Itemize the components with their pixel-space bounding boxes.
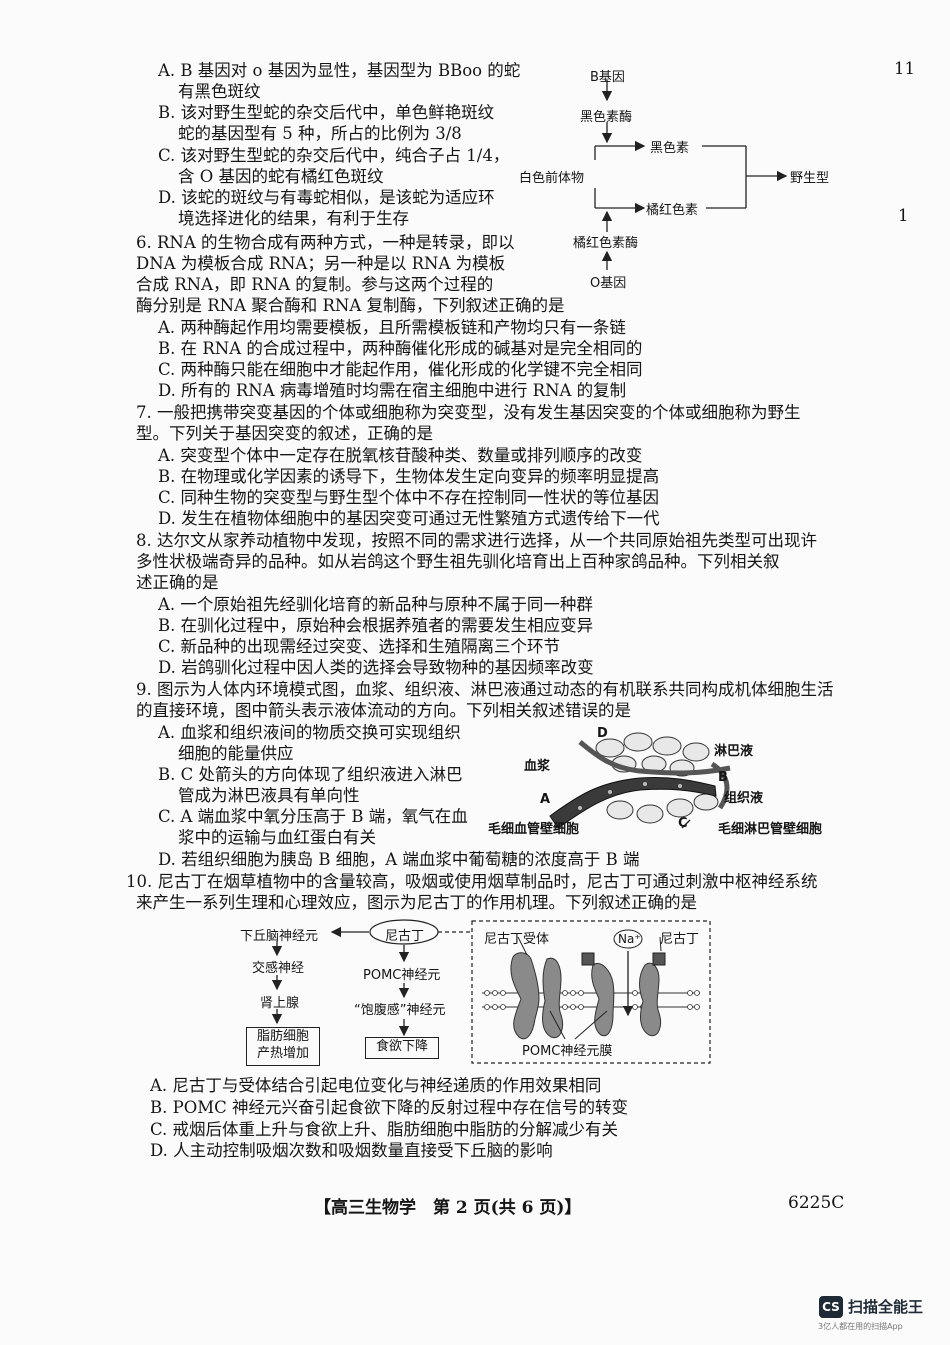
q10-option-d: D. 人主动控制吸烟次数和吸烟数量直接受下丘脑的影响 [150, 1141, 553, 1160]
q8-option-b: B. 在驯化过程中，原始种会根据养殖者的需要发生相应变异 [158, 616, 594, 635]
pomc-membrane-label: POMC神经元膜 [522, 1044, 613, 1059]
lymph-label: 淋巴液 [714, 744, 754, 759]
sodium-ion-label: Na⁺ [618, 932, 641, 946]
fat-cell-line1: 脂肪细胞 [256, 1029, 309, 1044]
q8-stem-line2: 多性状极端奇异的品种。如从岩鸽这个野生祖先驯化培育出上百种家鸽品种。下列相关叙 [136, 552, 780, 571]
q7-stem-line1: 7. 一般把携带突变基因的个体或细胞称为突变型，没有发生基因突变的个体或细胞称为… [136, 403, 801, 422]
q8-option-d: D. 岩鸽驯化过程中因人类的选择会导致物种的基因频率改变 [158, 658, 594, 677]
q7-option-c: C. 同种生物的突变型与野生型个体中不存在控制同一性状的等位基因 [158, 488, 660, 507]
label-b: B [718, 770, 728, 785]
adrenal-gland-label: 肾上腺 [260, 996, 300, 1011]
q9-option-c-line2: 浆中的运输与血红蛋白有关 [178, 828, 376, 847]
fat-cell-box: 脂肪细胞 产热增加 [246, 1027, 320, 1066]
q9-option-b-line2: 管成为淋巴液具有单向性 [178, 786, 360, 805]
q5-option-a-line2: 有黑色斑纹 [178, 82, 261, 101]
q9-option-d: D. 若组织细胞为胰岛 B 细胞，A 端血浆中葡萄糖的浓度高于 B 端 [158, 850, 640, 869]
q6-stem-line4: 酶分别是 RNA 聚合酶和 RNA 复制酶，下列叙述正确的是 [136, 296, 565, 315]
fat-cell-line2: 产热增加 [256, 1046, 309, 1061]
wild-type-label: 野生型 [790, 171, 830, 186]
tissue-fluid-label: 组织液 [724, 791, 764, 806]
q6-option-c: C. 两种酶只能在细胞中才能起作用，催化形成的化学键不完全相同 [158, 360, 643, 379]
black-enzyme-label: 黑色素酶 [580, 110, 633, 125]
precursor-label: 白色前体物 [519, 171, 585, 186]
label-d: D [597, 726, 608, 741]
vessel-illustration [549, 732, 731, 829]
q10-option-c: C. 戒烟后体重上升与食欲上升、脂肪细胞中脂肪的分解减少有关 [150, 1120, 619, 1139]
q8-stem-line3: 述正确的是 [136, 573, 219, 592]
pomc-neuron-label: POMC神经元 [363, 968, 441, 983]
nicotine-label: 尼古丁 [385, 929, 425, 944]
q7-stem-line2: 型。下列关于基因突变的叙述，正确的是 [136, 424, 433, 443]
label-a: A [540, 792, 551, 807]
b-gene-label: B基因 [590, 70, 625, 85]
q5-option-b-line2: 蛇的基因型有 5 种，所占的比例为 3/8 [178, 124, 462, 143]
appetite-decrease-box: 食欲下降 [365, 1037, 439, 1059]
q10-stem-line2: 来产生一系列生理和心理效应，图示为尼古丁的作用机理。下列叙述正确的是 [136, 893, 697, 912]
hypothalamus-neuron-label: 下丘脑神经元 [240, 929, 319, 944]
lymph-capillary-cell-label: 毛细淋巴管壁细胞 [718, 822, 823, 837]
q7-option-d: D. 发生在植物体细胞中的基因突变可通过无性繁殖方式遗传给下一代 [158, 509, 660, 528]
mechanism-arrows [271, 919, 711, 1064]
plasma-label: 血浆 [524, 759, 551, 774]
margin-number-mid: 1 [898, 206, 909, 225]
q5-option-b-line1: B. 该对野生型蛇的杂交后代中，单色鲜艳斑纹 [158, 103, 495, 122]
q5-option-c-line2: 含 O 基因的蛇有橘红色斑纹 [178, 167, 384, 186]
q6-option-b: B. 在 RNA 的合成过程中，两种酶催化形成的碱基对是完全相同的 [158, 339, 643, 358]
sympathetic-nerve-label: 交感神经 [252, 961, 305, 976]
margin-number-top: 11 [894, 59, 915, 78]
q9-option-b-line1: B. C 处箭头的方向体现了组织液进入淋巴 [158, 765, 463, 784]
q10-option-a: A. 尼古丁与受体结合引起电位变化与神经递质的作用效果相同 [150, 1076, 602, 1095]
q9-option-a-line1: A. 血浆和组织液间的物质交换可实现组织 [158, 723, 461, 742]
orange-enzyme-label: 橘红色素酶 [573, 236, 639, 251]
orange-pigment-label: 橘红色素 [646, 203, 699, 218]
q5-option-d-line1: D. 该蛇的斑纹与有毒蛇相似，是该蛇为适应环 [158, 188, 495, 207]
capillary-cell-label: 毛细血管壁细胞 [488, 822, 580, 837]
q9-option-c-line1: C. A 端血浆中氧分压高于 B 端，氧气在血 [158, 807, 468, 826]
q8-option-a: A. 一个原始祖先经驯化培育的新品种与原种不属于同一种群 [158, 595, 593, 614]
q7-option-a: A. 突变型个体中一定存在脱氧核苷酸种类、数量或排列顺序的改变 [158, 446, 643, 465]
q6-stem-line2: DNA 为模板合成 RNA；另一种是以 RNA 为模板 [136, 254, 506, 273]
nicotine-receptor-label: 尼古丁受体 [484, 932, 550, 947]
scanner-brand: 扫描全能王 [848, 1298, 924, 1316]
label-c: C [678, 816, 688, 831]
q7-option-b: B. 在物理或化学因素的诱导下，生物体发生定向变异的频率明显提高 [158, 467, 660, 486]
q9-stem-line1: 9. 图示为人体内环境模式图，血浆、组织液、淋巴液通过动态的有机联系共同构成机体… [136, 680, 834, 699]
q5-option-a-line1: A. B 基因对 o 基因为显性，基因型为 BBoo 的蛇 [158, 61, 521, 80]
q9-stem-line2: 的直接环境，图中箭头表示液体流动的方向。下列相关叙述错误的是 [136, 701, 631, 720]
paper-code: 6225C [788, 1193, 845, 1213]
nicotine-molecule-label: 尼古丁 [660, 932, 700, 947]
o-gene-label: O基因 [590, 276, 627, 291]
q10-option-b: B. POMC 神经元兴奋引起食欲下降的反射过程中存在信号的转变 [150, 1098, 629, 1117]
cs-logo-icon: CS [819, 1296, 843, 1318]
q5-option-d-line2: 境选择进化的结果，有利于生存 [178, 209, 409, 228]
q6-option-d: D. 所有的 RNA 病毒增殖时均需在宿主细胞中进行 RNA 的复制 [158, 381, 627, 400]
page-footer-title: 【高三生物学 第 2 页(共 6 页)】 [314, 1198, 582, 1218]
pathway-arrows [594, 80, 788, 270]
q5-option-c-line1: C. 该对野生型蛇的杂交后代中，纯合子占 1/4， [158, 146, 510, 165]
q6-option-a: A. 两种酶起作用均需要模板，且所需模板链和产物均只有一条链 [158, 318, 626, 337]
q10-stem-line1: 10. 尼古丁在烟草植物中的含量较高，吸烟或使用烟草制品时，尼古丁可通过刺激中枢… [126, 872, 818, 891]
q6-stem-line3: 合成 RNA，即 RNA 的复制。参与这两个过程的 [136, 275, 494, 294]
satiety-neuron-label: “饱腹感”神经元 [354, 1003, 446, 1018]
q8-stem-line1: 8. 达尔文从家养动植物中发现，按照不同的需求进行选择，从一个共同原始祖先类型可… [136, 531, 817, 550]
q9-option-a-line2: 细胞的能量供应 [178, 744, 294, 763]
q8-option-c: C. 新品种的出现需经过突变、选择和生殖隔离三个环节 [158, 637, 561, 656]
black-pigment-label: 黑色素 [650, 141, 690, 156]
scanner-slogan: 3亿人都在用的扫描App [818, 1322, 903, 1331]
q6-stem-line1: 6. RNA 的生物合成有两种方式，一种是转录，即以 [136, 233, 515, 252]
